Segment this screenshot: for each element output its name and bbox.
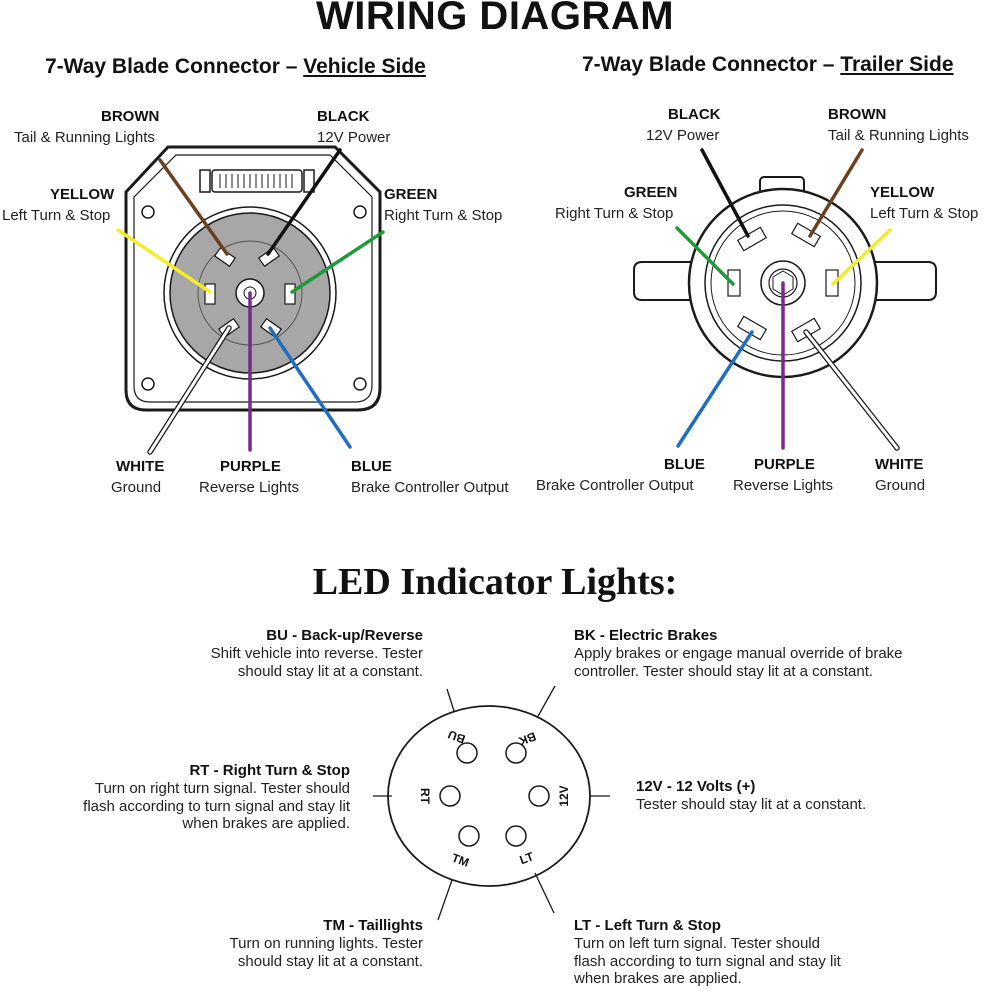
led-bk-light: [505, 742, 527, 764]
led-12v-title: 12V - 12 Volts (+): [636, 778, 756, 795]
led-tester: BU BK RT 12V TM LT: [373, 685, 610, 921]
vehicle-yellow-desc: Left Turn & Stop: [2, 207, 111, 224]
led-tm-line2: should stay lit at a constant.: [237, 952, 423, 970]
led-rt-title: RT - Right Turn & Stop: [189, 762, 350, 779]
trailer-yellow-wire: [831, 228, 892, 286]
vehicle-green-name: GREEN: [384, 186, 438, 203]
trailer-heading: 7-Way Blade Connector – Trailer Side: [582, 53, 954, 77]
trailer-connector: [633, 176, 937, 379]
vehicle-yellow-name: YELLOW: [50, 186, 115, 203]
trailer-blue-desc: Brake Controller Output: [536, 477, 694, 494]
led-rt-note: RT - Right Turn & Stop Turn on right tur…: [83, 762, 350, 833]
led-lt-title: LT - Left Turn & Stop: [574, 917, 721, 934]
led-pin-bk: BK: [517, 729, 538, 748]
led-rt-line1: Turn on right turn signal. Tester should: [94, 780, 350, 797]
led-pin-bu: BU: [446, 727, 467, 746]
trailer-yellow-name: YELLOW: [870, 184, 935, 201]
trailer-green-name: GREEN: [624, 184, 678, 201]
trailer-brown-desc: Tail & Running Lights: [828, 127, 969, 144]
led-tm-light: [458, 825, 480, 847]
trailer-heading-side: Trailer Side: [840, 53, 954, 76]
led-tm-title: TM - Taillights: [323, 917, 423, 934]
led-bu-note: BU - Back-up/Reverse Shift vehicle into …: [211, 627, 423, 680]
led-rt-line2: flash according to turn signal and stay …: [83, 797, 350, 815]
led-bu-title: BU - Back-up/Reverse: [266, 627, 423, 644]
led-bu-light: [456, 742, 478, 764]
vehicle-blue-wire: [268, 326, 352, 449]
vehicle-blue-name: BLUE: [351, 458, 392, 475]
trailer-green-wire: [675, 226, 735, 286]
led-lt-line3: when brakes are applied.: [574, 970, 742, 987]
led-lt-light: [505, 825, 527, 847]
vehicle-black-wire: [266, 148, 342, 256]
vehicle-heading: 7-Way Blade Connector – Vehicle Side: [45, 55, 426, 79]
trailer-white-desc: Ground: [875, 477, 926, 494]
led-12v-line1: Tester should stay lit at a constant.: [636, 796, 867, 813]
vehicle-purple-name: PURPLE: [220, 458, 281, 475]
led-bk-note: BK - Electric Brakes Apply brakes or eng…: [574, 627, 903, 680]
led-rt-light: [439, 785, 461, 807]
led-bu-line1: Shift vehicle into reverse. Tester: [210, 645, 423, 662]
vehicle-brown-wire: [158, 158, 229, 256]
trailer-purple-desc: Reverse Lights: [733, 477, 834, 494]
trailer-white-wire: [804, 330, 899, 450]
led-pin-lt: LT: [518, 849, 536, 867]
trailer-heading-prefix: 7-Way Blade Connector –: [582, 53, 841, 76]
vehicle-brown-name: BROWN: [101, 108, 160, 125]
trailer-blue-name: BLUE: [664, 456, 705, 473]
led-lt-line1: Turn on left turn signal. Tester should: [574, 935, 820, 952]
vehicle-black-name: BLACK: [317, 108, 370, 125]
vehicle-black-desc: 12V Power: [317, 129, 391, 146]
vehicle-green-wire: [290, 230, 385, 294]
trailer-green-desc: Right Turn & Stop: [555, 205, 674, 222]
led-pin-12v: 12V: [557, 785, 571, 806]
trailer-wires: [675, 148, 900, 451]
led-12v-note: 12V - 12 Volts (+) Tester should stay li…: [636, 778, 866, 814]
led-tm-note: TM - Taillights Turn on running lights. …: [230, 917, 423, 970]
led-bk-title: BK - Electric Brakes: [574, 627, 718, 644]
trailer-brown-name: BROWN: [828, 106, 887, 123]
led-tm-line1: Turn on running lights. Tester: [229, 935, 423, 952]
led-rt-line3: when brakes are applied.: [182, 815, 350, 832]
trailer-purple-name: PURPLE: [754, 456, 815, 473]
vehicle-green-desc: Right Turn & Stop: [384, 207, 503, 224]
trailer-brown-wire: [808, 148, 864, 238]
led-bk-line2: controller. Tester should stay lit at a …: [574, 662, 874, 680]
trailer-blue-wire: [676, 330, 754, 448]
vehicle-brown-desc: Tail & Running Lights: [14, 129, 155, 146]
led-pin-rt: RT: [418, 788, 432, 805]
vehicle-connector: [124, 145, 382, 412]
trailer-yellow-desc: Left Turn & Stop: [870, 205, 979, 222]
trailer-white-name: WHITE: [875, 456, 924, 473]
led-bu-line2: should stay lit at a constant.: [237, 662, 423, 680]
vehicle-blue-desc: Brake Controller Output: [351, 479, 509, 496]
vehicle-white-name: WHITE: [116, 458, 165, 475]
vehicle-heading-prefix: 7-Way Blade Connector –: [45, 55, 304, 78]
vehicle-yellow-wire: [116, 228, 212, 294]
vehicle-white-desc: Ground: [111, 479, 162, 496]
trailer-black-name: BLACK: [668, 106, 721, 123]
vehicle-wires: [116, 148, 385, 455]
led-bk-line1: Apply brakes or engage manual override o…: [574, 645, 903, 662]
led-12v-light: [528, 785, 550, 807]
vehicle-white-wire: [148, 326, 231, 454]
vehicle-purple-desc: Reverse Lights: [199, 479, 300, 496]
led-title: LED Indicator Lights:: [312, 561, 678, 603]
led-lt-note: LT - Left Turn & Stop Turn on left turn …: [574, 917, 841, 988]
vehicle-heading-side: Vehicle Side: [303, 55, 426, 78]
trailer-black-wire: [700, 148, 750, 238]
led-lt-line2: flash according to turn signal and stay …: [574, 952, 841, 970]
page-title: WIRING DIAGRAM: [315, 0, 675, 38]
trailer-black-desc: 12V Power: [646, 127, 720, 144]
led-pin-tm: TM: [450, 851, 471, 870]
